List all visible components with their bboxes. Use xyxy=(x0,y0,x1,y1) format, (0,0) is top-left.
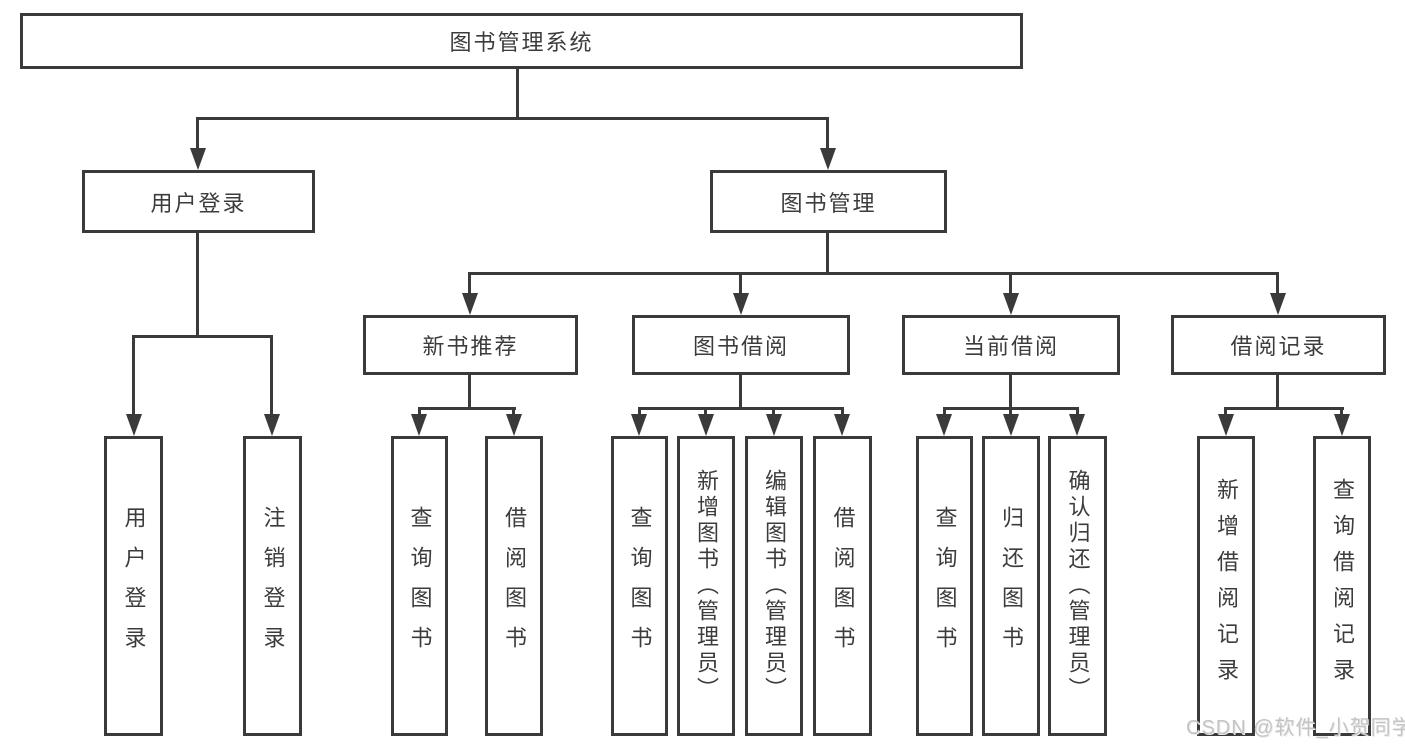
connector-leaf-drop xyxy=(1224,407,1227,416)
connector-leaf-drop xyxy=(132,335,135,415)
connector-mgmt-stem xyxy=(826,233,829,275)
arrowhead-leaf xyxy=(834,414,850,436)
arrowhead-leaf xyxy=(631,414,647,436)
connector-login-drop xyxy=(196,117,199,150)
connector-root-stem xyxy=(516,69,519,120)
arrowhead-leaf xyxy=(1069,414,1085,436)
leaf-add-borrow-record-label: 新增借阅记录 xyxy=(1214,478,1239,694)
leaf-add-borrow-record: 新增借阅记录 xyxy=(1197,436,1255,736)
leaf-borrow-query-book: 查询图书 xyxy=(611,436,668,736)
node-current-borrow: 当前借阅 xyxy=(902,315,1120,375)
connector-leaf-drop xyxy=(1076,407,1079,416)
arrowhead-module xyxy=(462,293,478,315)
connector-module-stem xyxy=(1009,375,1012,410)
arrowhead-mgmt xyxy=(820,148,836,170)
leaf-current-query-book-label: 查询图书 xyxy=(932,506,958,666)
leaf-add-book-admin-label: 新增图书（管理员） xyxy=(694,469,719,703)
node-book-borrow: 图书借阅 xyxy=(632,315,850,375)
connector-leaf-drop xyxy=(638,407,641,416)
leaf-user-login: 用户登录 xyxy=(104,436,163,736)
connector-module-drop xyxy=(1009,272,1012,294)
connector-module-drop xyxy=(1276,272,1279,294)
node-user-login-label: 用户登录 xyxy=(150,190,247,216)
connector-leaf-drop xyxy=(841,407,844,416)
node-book-management-label: 图书管理 xyxy=(780,190,877,216)
connector-mgmt-drop xyxy=(826,117,829,150)
leaf-borrow-book-label: 借阅图书 xyxy=(830,506,856,666)
connector-module-drop xyxy=(468,272,471,294)
arrowhead-leaf xyxy=(698,414,714,436)
connector-leaf-bar xyxy=(418,407,516,410)
connector-leaf-drop xyxy=(512,407,515,416)
arrowhead-leaf xyxy=(936,414,952,436)
node-current-borrow-label: 当前借阅 xyxy=(962,334,1059,359)
node-system-root: 图书管理系统 xyxy=(20,13,1023,69)
leaf-query-borrow-record-label: 查询借阅记录 xyxy=(1330,478,1355,694)
leaf-return-book: 归还图书 xyxy=(982,436,1040,736)
arrowhead-leaf xyxy=(1003,414,1019,436)
leaf-logout-label: 注销登录 xyxy=(260,506,286,666)
connector-leaf-drop xyxy=(943,407,946,416)
connector-leaf-bar xyxy=(638,407,844,410)
node-new-book-recommend: 新书推荐 xyxy=(363,315,578,375)
arrowhead-module xyxy=(1003,293,1019,315)
connector-leaf-drop xyxy=(1009,407,1012,416)
connector-module-stem xyxy=(739,375,742,410)
node-new-book-recommend-label: 新书推荐 xyxy=(422,334,519,359)
arrowhead-leaf xyxy=(506,414,522,436)
leaf-current-query-book: 查询图书 xyxy=(916,436,973,736)
connector-level3-bar xyxy=(468,272,1279,275)
arrowhead-login xyxy=(190,148,206,170)
leaf-confirm-return-admin: 确认归还（管理员） xyxy=(1048,436,1107,736)
leaf-recommend-borrow-book: 借阅图书 xyxy=(485,436,543,736)
connector-leaf-drop xyxy=(1340,407,1343,416)
leaf-borrow-book: 借阅图书 xyxy=(813,436,872,736)
connector-leaf-drop xyxy=(418,407,421,416)
leaf-confirm-return-admin-label: 确认归还（管理员） xyxy=(1065,469,1091,703)
leaf-edit-book-admin-label: 编辑图书（管理员） xyxy=(762,469,787,703)
connector-leaf-drop xyxy=(772,407,775,416)
node-borrow-records-label: 借阅记录 xyxy=(1230,334,1327,359)
arrowhead-leaf xyxy=(766,414,782,436)
leaf-user-login-label: 用户登录 xyxy=(121,506,147,666)
node-borrow-records: 借阅记录 xyxy=(1171,315,1386,375)
arrowhead-leaf xyxy=(126,414,142,436)
leaf-recommend-borrow-book-label: 借阅图书 xyxy=(502,506,527,666)
node-system-root-label: 图书管理系统 xyxy=(449,30,594,55)
connector-module-stem xyxy=(1276,375,1279,410)
node-book-borrow-label: 图书借阅 xyxy=(692,334,789,359)
csdn-watermark: CSDN @软件_小贺同学 xyxy=(1186,717,1405,739)
connector-level2-bar xyxy=(196,117,829,120)
connector-module-stem xyxy=(468,375,471,410)
node-book-management: 图书管理 xyxy=(710,170,947,233)
connector-login-bar xyxy=(132,335,273,338)
node-user-login: 用户登录 xyxy=(82,170,315,233)
leaf-query-borrow-record: 查询借阅记录 xyxy=(1313,436,1371,736)
leaf-borrow-query-book-label: 查询图书 xyxy=(627,506,653,666)
arrowhead-module xyxy=(1270,293,1286,315)
arrowhead-leaf xyxy=(1334,414,1350,436)
connector-module-drop xyxy=(739,272,742,294)
leaf-recommend-query-book-label: 查询图书 xyxy=(407,506,433,666)
leaf-edit-book-admin: 编辑图书（管理员） xyxy=(745,436,803,736)
arrowhead-leaf xyxy=(1218,414,1234,436)
leaf-recommend-query-book: 查询图书 xyxy=(391,436,448,736)
arrowhead-leaf xyxy=(264,414,280,436)
leaf-add-book-admin: 新增图书（管理员） xyxy=(677,436,735,736)
arrowhead-module xyxy=(733,293,749,315)
connector-login-stem xyxy=(196,233,199,337)
connector-leaf-bar xyxy=(1224,407,1344,410)
leaf-logout: 注销登录 xyxy=(243,436,302,736)
connector-leaf-drop xyxy=(270,335,273,415)
arrowhead-leaf xyxy=(411,414,427,436)
connector-leaf-drop xyxy=(704,407,707,416)
leaf-return-book-label: 归还图书 xyxy=(999,506,1024,666)
